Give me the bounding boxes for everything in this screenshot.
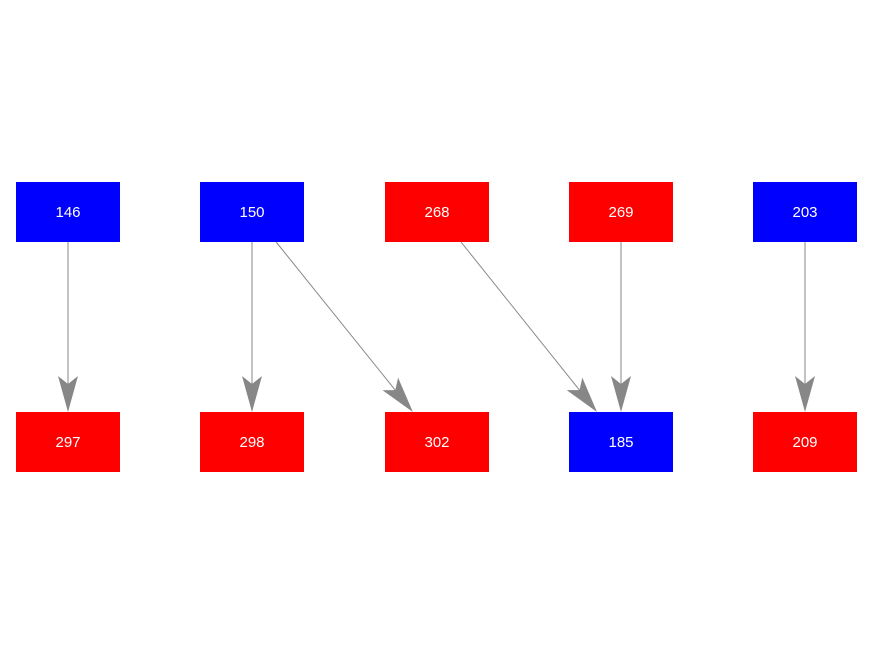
node-label: 298 (239, 433, 265, 451)
node-label: 209 (792, 433, 818, 451)
arrowhead (382, 377, 413, 412)
node-label: 146 (55, 203, 81, 221)
arrowhead (795, 376, 815, 412)
edge-146-297 (58, 242, 78, 412)
edge-269-185 (611, 242, 631, 412)
node-label: 150 (239, 203, 265, 221)
arrowhead (58, 376, 78, 412)
node-label: 203 (792, 203, 818, 221)
edge-150-298 (242, 242, 262, 412)
node-298: 298 (200, 412, 304, 472)
node-209: 209 (753, 412, 857, 472)
arrowhead (566, 377, 597, 412)
node-185: 185 (569, 412, 673, 472)
node-268: 268 (385, 182, 489, 242)
node-label: 268 (424, 203, 450, 221)
node-302: 302 (385, 412, 489, 472)
edge-268-185 (460, 241, 597, 412)
node-label: 297 (55, 433, 81, 451)
arrowhead (242, 376, 262, 412)
node-label: 302 (424, 433, 450, 451)
node-269: 269 (569, 182, 673, 242)
edge-150-302 (275, 241, 413, 412)
arrowhead (611, 376, 631, 412)
node-203: 203 (753, 182, 857, 242)
node-297: 297 (16, 412, 120, 472)
node-146: 146 (16, 182, 120, 242)
node-label: 269 (608, 203, 634, 221)
node-150: 150 (200, 182, 304, 242)
node-label: 185 (608, 433, 634, 451)
edge-203-209 (795, 242, 815, 412)
